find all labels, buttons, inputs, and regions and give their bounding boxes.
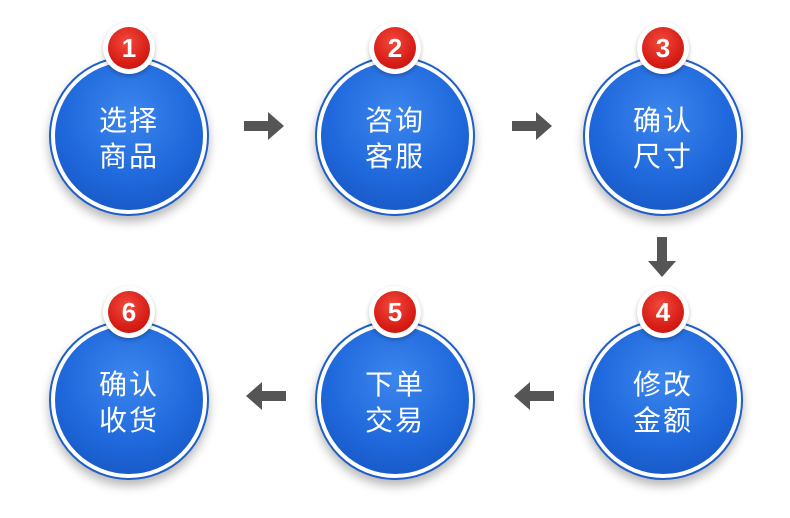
step-number-badge: 1: [103, 22, 155, 74]
arrow-right-icon: [244, 112, 284, 140]
step-circle: 下单 交易: [321, 326, 469, 474]
step-label-line2: 收货: [98, 404, 159, 437]
step-label-line2: 商品: [98, 140, 159, 173]
step-label-line2: 客服: [364, 140, 425, 173]
arrow-right-icon: [512, 112, 552, 140]
step-number: 3: [642, 27, 684, 69]
step-3: 确认 尺寸 3: [583, 22, 743, 216]
step-label-line1: 修改: [632, 368, 693, 401]
step-label-line2: 交易: [364, 404, 425, 437]
step-number: 6: [108, 291, 150, 333]
arrow-down-icon: [648, 237, 676, 277]
step-label-line1: 确认: [632, 104, 693, 137]
step-number: 2: [374, 27, 416, 69]
step-1: 选择 商品 1: [49, 22, 209, 216]
step-number: 1: [108, 27, 150, 69]
step-number-badge: 5: [369, 286, 421, 338]
step-circle: 确认 尺寸: [589, 62, 737, 210]
step-number-badge: 6: [103, 286, 155, 338]
arrow-left-icon: [246, 382, 286, 410]
step-label-line1: 确认: [98, 368, 159, 401]
step-circle: 选择 商品: [55, 62, 203, 210]
step-circle: 修改 金额: [589, 326, 737, 474]
step-number: 4: [642, 291, 684, 333]
step-circle: 确认 收货: [55, 326, 203, 474]
step-label-line1: 下单: [364, 368, 425, 401]
step-number-badge: 3: [637, 22, 689, 74]
step-label-line1: 选择: [98, 104, 159, 137]
step-5: 下单 交易 5: [315, 286, 475, 480]
step-2: 咨询 客服 2: [315, 22, 475, 216]
step-6: 确认 收货 6: [49, 286, 209, 480]
arrow-left-icon: [514, 382, 554, 410]
step-number: 5: [374, 291, 416, 333]
step-number-badge: 2: [369, 22, 421, 74]
step-4: 修改 金额 4: [583, 286, 743, 480]
step-circle: 咨询 客服: [321, 62, 469, 210]
step-label-line2: 尺寸: [632, 140, 693, 173]
step-label-line1: 咨询: [364, 104, 425, 137]
step-label-line2: 金额: [632, 404, 693, 437]
step-number-badge: 4: [637, 286, 689, 338]
